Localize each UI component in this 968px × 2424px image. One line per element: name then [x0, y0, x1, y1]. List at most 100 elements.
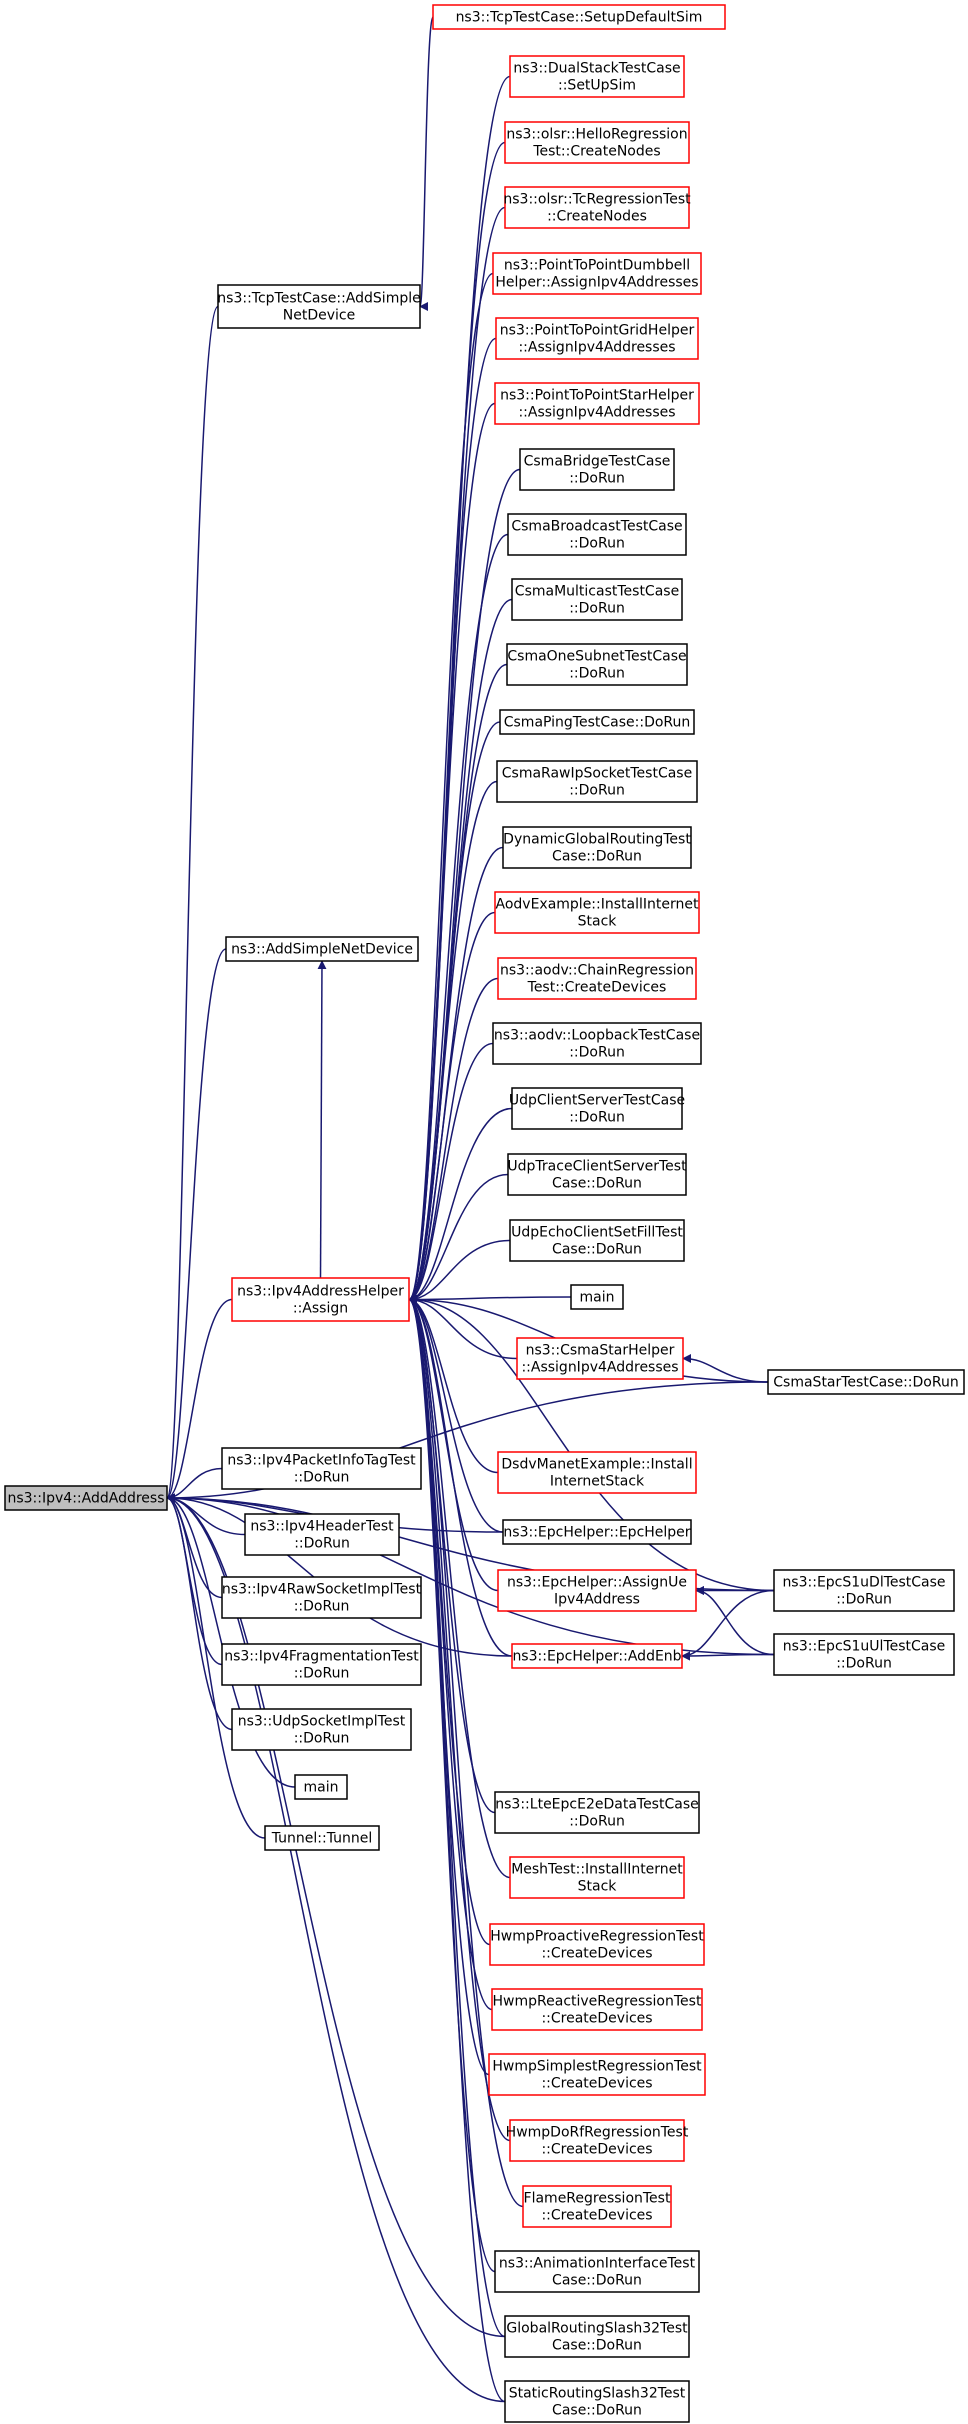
node-csma_bridge[interactable]: CsmaBridgeTestCase::DoRun: [519, 448, 675, 491]
node-label-aodv_example-0: AodvExample::InstallInternet: [496, 897, 699, 913]
node-label-tunnel-0: Tunnel::Tunnel: [271, 1831, 373, 1847]
node-hwmp_sim[interactable]: HwmpSimplestRegressionTest::CreateDevice…: [488, 2053, 706, 2096]
node-csma_ping[interactable]: CsmaPingTestCase::DoRun: [499, 709, 695, 735]
node-box-add_simple: [225, 936, 419, 962]
edge-dsdv-to-helper_assign: [408, 1295, 499, 1474]
node-flame[interactable]: FlameRegressionTest::CreateDevices: [522, 2185, 672, 2228]
node-header[interactable]: ns3::Ipv4HeaderTest::DoRun: [244, 1513, 400, 1556]
node-label-mesh-0: MeshTest::InstallInternet: [511, 1862, 683, 1878]
node-label-frag-0: ns3::Ipv4FragmentationTest: [224, 1649, 419, 1665]
node-udp_cs[interactable]: UdpClientServerTestCase::DoRun: [509, 1087, 685, 1130]
node-csma_mcast[interactable]: CsmaMulticastTestCase::DoRun: [511, 578, 683, 621]
node-box-static32: [504, 2380, 690, 2423]
edge-mesh-to-helper_assign: [408, 1295, 511, 1879]
node-dualstack[interactable]: ns3::DualStackTestCase::SetUpSim: [509, 55, 685, 98]
node-label-header-0: ns3::Ipv4HeaderTest: [250, 1519, 394, 1535]
node-label-static32-0: StaticRoutingSlash32Test: [509, 2386, 686, 2402]
node-label-tcp_setup-0: ns3::TcpTestCase::SetupDefaultSim: [456, 10, 703, 26]
node-label-csma_bcast-1: ::DoRun: [569, 536, 625, 552]
node-label-olsr_tc-1: ::CreateNodes: [547, 209, 647, 225]
node-box-hwmp_sim: [488, 2053, 706, 2096]
node-box-root: [4, 1485, 168, 1511]
edge-epc_dl-to-epc_add_enb: [681, 1589, 775, 1661]
node-label-csma_star-0: ns3::CsmaStarHelper: [526, 1343, 675, 1359]
node-label-epc_assign-1: Ipv4Address: [554, 1592, 640, 1608]
node-label-helper_assign-1: ::Assign: [293, 1301, 348, 1317]
node-label-rawsock-0: ns3::Ipv4RawSocketImplTest: [222, 1582, 422, 1598]
node-label-tcp_add-0: ns3::TcpTestCase::AddSimple: [217, 291, 420, 307]
node-box-udp_echo: [509, 1219, 685, 1262]
node-label-udp_cs-0: UdpClientServerTestCase: [509, 1093, 685, 1109]
node-epc_ul[interactable]: ns3::EpcS1uUlTestCase::DoRun: [773, 1633, 955, 1676]
node-label-epc_dl-1: ::DoRun: [836, 1592, 892, 1608]
node-label-dsdv-0: DsdvManetExample::Install: [501, 1457, 692, 1473]
node-root[interactable]: ns3::Ipv4::AddAddress: [4, 1485, 168, 1511]
node-label-hwmp_sim-0: HwmpSimplestRegressionTest: [492, 2059, 702, 2075]
node-label-aodv_loop-0: ns3::aodv::LoopbackTestCase: [494, 1028, 700, 1044]
node-label-epc_helper-0: ns3::EpcHelper::EpcHelper: [503, 1525, 690, 1541]
node-box-epc_helper: [502, 1519, 692, 1545]
node-label-frag-1: ::DoRun: [294, 1666, 350, 1682]
node-olsr_tc[interactable]: ns3::olsr::TcRegressionTest::CreateNodes: [503, 186, 691, 229]
node-helper_assign[interactable]: ns3::Ipv4AddressHelper::Assign: [231, 1277, 410, 1322]
node-label-csma_star_test-0: CsmaStarTestCase::DoRun: [773, 1375, 958, 1391]
node-udpsock[interactable]: ns3::UdpSocketImplTest::DoRun: [231, 1708, 412, 1751]
node-box-main_right: [570, 1284, 624, 1310]
node-csma_star[interactable]: ns3::CsmaStarHelper::AssignIpv4Addresses: [516, 1337, 684, 1380]
node-olsr_hello[interactable]: ns3::olsr::HelloRegressionTest::CreateNo…: [504, 121, 690, 164]
node-main_left[interactable]: main: [294, 1774, 348, 1800]
node-label-hwmp_rea-1: ::CreateDevices: [541, 2011, 652, 2027]
node-hwmp_dorf[interactable]: HwmpDoRfRegressionTest::CreateDevices: [506, 2119, 689, 2162]
node-label-dyn_global-0: DynamicGlobalRoutingTest: [503, 832, 691, 848]
node-box-tunnel: [264, 1825, 380, 1851]
node-p2p_star[interactable]: ns3::PointToPointStarHelper::AssignIpv4A…: [494, 382, 700, 425]
node-epc_helper[interactable]: ns3::EpcHelper::EpcHelper: [502, 1519, 692, 1545]
edge-udpsock-to-root: [166, 1493, 233, 1731]
node-label-udp_trace-1: Case::DoRun: [552, 1176, 642, 1192]
node-rawsock[interactable]: ns3::Ipv4RawSocketImplTest::DoRun: [221, 1576, 422, 1619]
node-epc_dl[interactable]: ns3::EpcS1uDlTestCase::DoRun: [773, 1569, 955, 1612]
node-csma_raw[interactable]: CsmaRawIpSocketTestCase::DoRun: [496, 760, 698, 803]
node-csma_one[interactable]: CsmaOneSubnetTestCase::DoRun: [506, 643, 688, 686]
node-lte_e2e[interactable]: ns3::LteEpcE2eDataTestCase::DoRun: [494, 1791, 700, 1834]
node-p2p_grid[interactable]: ns3::PointToPointGridHelper::AssignIpv4A…: [495, 317, 699, 360]
node-frag[interactable]: ns3::Ipv4FragmentationTest::DoRun: [221, 1643, 422, 1686]
node-hwmp_pro[interactable]: HwmpProactiveRegressionTest::CreateDevic…: [489, 1923, 705, 1966]
node-label-lte_e2e-0: ns3::LteEpcE2eDataTestCase: [495, 1797, 698, 1813]
node-add_simple[interactable]: ns3::AddSimpleNetDevice: [225, 936, 419, 962]
node-box-dyn_global: [502, 826, 692, 869]
node-box-hwmp_rea: [491, 1988, 703, 2031]
edge-udp_trace-to-helper_assign: [408, 1173, 509, 1304]
node-p2p_dumbbell[interactable]: ns3::PointToPointDumbbellHelper::AssignI…: [492, 252, 702, 295]
node-label-anim-0: ns3::AnimationInterfaceTest: [499, 2256, 696, 2272]
node-box-header: [244, 1513, 400, 1556]
node-box-epc_add_enb: [511, 1643, 683, 1669]
node-aodv_chain[interactable]: ns3::aodv::ChainRegressionTest::CreateDe…: [497, 957, 697, 1000]
node-hwmp_rea[interactable]: HwmpReactiveRegressionTest::CreateDevice…: [491, 1988, 703, 2031]
node-csma_bcast[interactable]: CsmaBroadcastTestCase::DoRun: [507, 513, 687, 556]
node-aodv_loop[interactable]: ns3::aodv::LoopbackTestCase::DoRun: [492, 1022, 702, 1065]
node-label-udp_trace-0: UdpTraceClientServerTest: [507, 1159, 687, 1175]
node-tunnel[interactable]: Tunnel::Tunnel: [264, 1825, 380, 1851]
node-label-olsr_hello-0: ns3::olsr::HelloRegression: [506, 127, 687, 143]
node-pinfo[interactable]: ns3::Ipv4PacketInfoTagTest::DoRun: [221, 1447, 422, 1490]
node-epc_add_enb[interactable]: ns3::EpcHelper::AddEnb: [511, 1643, 683, 1669]
node-label-hwmp_pro-1: ::CreateDevices: [541, 1946, 652, 1962]
node-box-csma_bcast: [507, 513, 687, 556]
node-main_right[interactable]: main: [570, 1284, 624, 1310]
node-tcp_add[interactable]: ns3::TcpTestCase::AddSimpleNetDevice: [217, 284, 421, 329]
node-csma_star_test[interactable]: CsmaStarTestCase::DoRun: [767, 1369, 965, 1395]
node-tcp_setup[interactable]: ns3::TcpTestCase::SetupDefaultSim: [432, 4, 726, 30]
edge-csma_star_test-to-root: [166, 1381, 769, 1503]
node-label-csma_raw-1: ::DoRun: [569, 783, 625, 799]
